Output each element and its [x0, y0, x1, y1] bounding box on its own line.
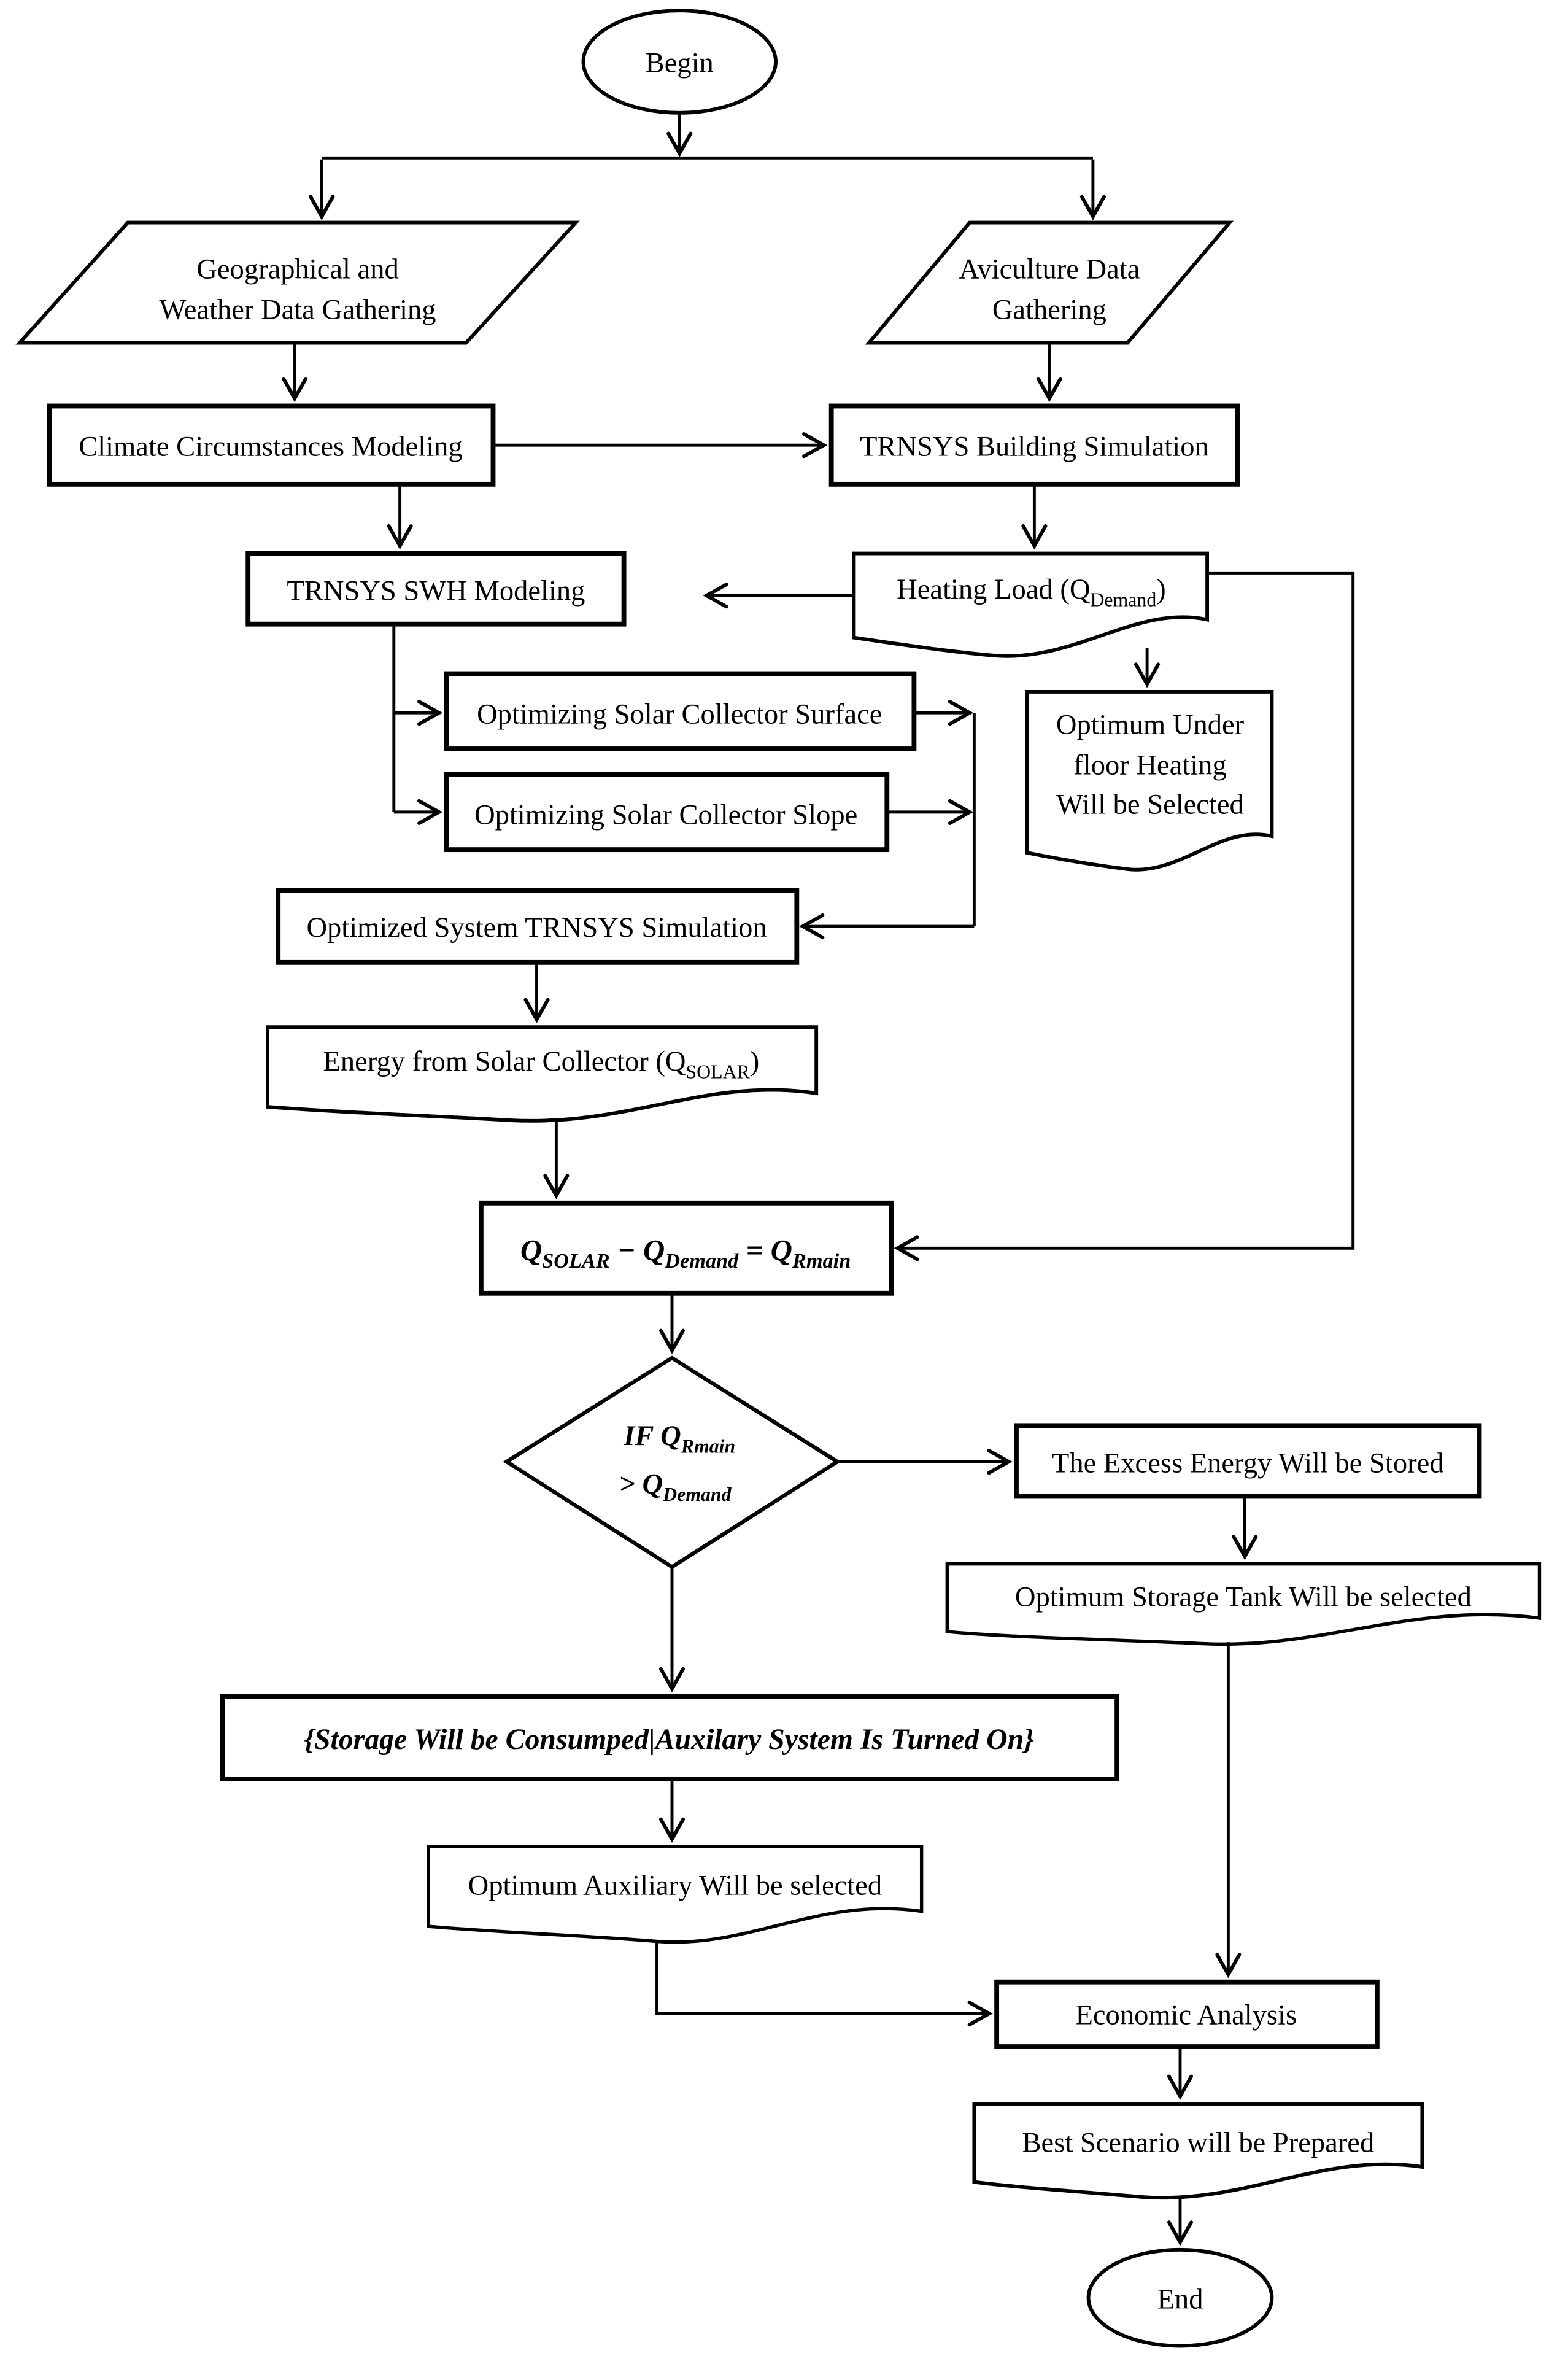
aviculture-data-parallelogram [865, 220, 1234, 345]
surface-process-shape [444, 671, 917, 751]
end-label: End [1157, 2284, 1203, 2315]
auxiliary-document-shape [427, 1845, 924, 1944]
economic-label: Economic Analysis [1075, 1999, 1297, 2031]
surface-label: Optimizing Solar Collector Surface [477, 699, 882, 730]
begin-label: Begin [646, 48, 714, 79]
building-label: TRNSYS Building Simulation [860, 431, 1209, 462]
optimized-label: Optimized System TRNSYS Simulation [306, 912, 767, 944]
consumed-label: {Storage Will be Consumped|Auxilary Syst… [304, 1723, 1034, 1756]
aviculture-label-line2: Gathering [992, 294, 1106, 325]
underfloor-label-line2: floor Heating [1073, 750, 1226, 781]
geo-label-line1: Geographical and [196, 254, 398, 285]
geo-label-line2: Weather Data Gathering [160, 294, 436, 325]
building-process-shape [828, 403, 1240, 487]
underfloor-label-line3: Will be Selected [1056, 789, 1244, 820]
underfloor-document-shape [1025, 689, 1274, 872]
equation-process-shape [478, 1200, 894, 1296]
swh-label: TRNSYS SWH Modeling [287, 575, 585, 607]
decision-label-line2: > QDemand [619, 1469, 732, 1505]
best-document-shape [972, 2102, 1424, 2200]
slope-label: Optimizing Solar Collector Slope [474, 799, 857, 831]
storage-document-shape [945, 1562, 1542, 1646]
climate-process-shape [47, 403, 496, 487]
heating-load-label: Heating Load (QDemand) [897, 574, 1166, 610]
optimized-process-shape [276, 888, 800, 965]
aviculture-label-line1: Aviculture Data [959, 254, 1140, 285]
underfloor-label-line1: Optimum Under [1056, 709, 1245, 740]
storage-label: Optimum Storage Tank Will be selected [1015, 1581, 1472, 1613]
slope-process-shape [444, 772, 890, 853]
equation-label: QSOLAR − QDemand = QRmain [520, 1233, 851, 1273]
best-label: Best Scenario will be Prepared [1022, 2128, 1375, 2159]
consumed-process-shape [220, 1694, 1120, 1781]
excess-process-shape [1014, 1423, 1482, 1499]
connector-heating-load-to-equation [894, 571, 1355, 1261]
economic-process-shape [994, 1979, 1380, 2049]
swh-process-shape [245, 551, 627, 627]
heating-load-document-shape [852, 551, 1210, 658]
geo-data-parallelogram [15, 220, 580, 345]
decision-diamond-shape [503, 1355, 841, 1570]
end-terminator-shape [1086, 2247, 1274, 2348]
connector-auxiliary-to-economic [655, 1941, 993, 2027]
energy-document-shape [266, 1025, 819, 1123]
decision-label-line1: IF QRmain [623, 1420, 735, 1457]
climate-label: Climate Circumstances Modeling [79, 431, 462, 462]
auxiliary-label: Optimum Auxiliary Will be selected [468, 1870, 882, 1902]
energy-label: Energy from Solar Collector (QSOLAR) [323, 1046, 759, 1082]
excess-label: The Excess Energy Will be Stored [1052, 1447, 1444, 1479]
